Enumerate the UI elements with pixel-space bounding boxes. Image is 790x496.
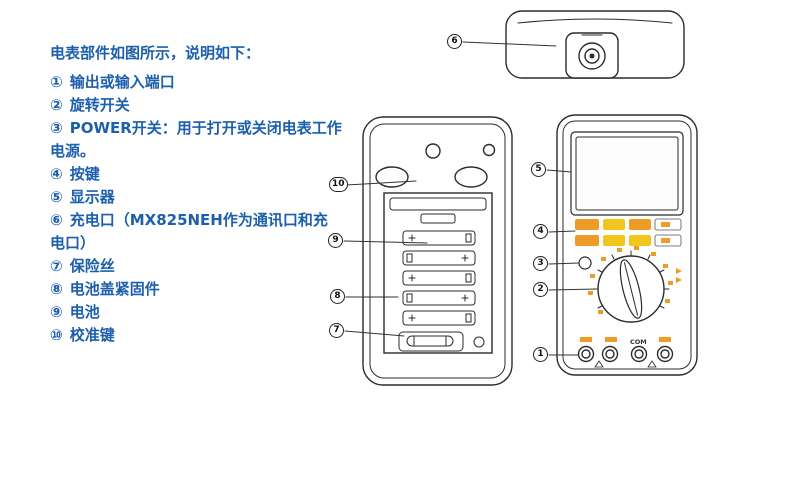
part-num-4: ④ [50,165,63,183]
keypad [575,218,682,247]
part-num-3: ③ [50,119,63,137]
lcd-display [570,131,684,216]
callout-2: 2 [533,282,548,297]
part-label-3: POWER开关：用于打开或关闭电表工作电源。 [50,119,342,160]
part-label-2: 旋转开关 [69,96,130,114]
meter-front-view: COM [556,114,698,376]
part-item-8: ⑧ 电池盖紧固件 [50,278,342,301]
intro-text: 电表部件如图所示，说明如下： [50,44,261,62]
part-item-5: ⑤ 显示器 [50,186,342,209]
part-label-10: 校准键 [69,326,115,344]
part-num-2: ② [50,96,63,114]
part-label-5: 显示器 [69,188,115,206]
part-item-4: ④ 按键 [50,163,342,186]
part-label-8: 电池盖紧固件 [69,280,160,298]
part-item-1: ① 输出或输入端口 [50,71,342,94]
part-label-6: 充电口（MX825NEH作为通讯口和充电口） [50,211,328,252]
part-item-9: ⑨ 电池 [50,301,342,324]
fuse [398,331,464,352]
case-screw [425,143,441,159]
dial-markings [588,246,682,314]
part-item-7: ⑦ 保险丝 [50,255,342,278]
part-num-1: ① [50,73,63,91]
warning-triangle-icon [594,360,604,368]
part-num-8: ⑧ [50,280,63,298]
callout-6: 6 [447,34,462,49]
part-label-7: 保险丝 [69,257,115,275]
callout-1: 1 [533,347,548,362]
part-num-5: ⑤ [50,188,63,206]
meter-top-view [505,10,685,79]
part-num-9: ⑨ [50,303,63,321]
battery-compartment [383,192,493,354]
calibration-key [420,213,456,224]
battery-cells [402,230,476,326]
rotary-switch [588,246,682,323]
part-item-10: ⑩ 校准键 [50,324,342,347]
case-screw [482,143,496,157]
callout-9: 9 [328,233,343,248]
callout-8: 8 [330,289,345,304]
callout-10: 10 [329,177,348,192]
callout-3: 3 [533,256,548,271]
part-num-10: ⑩ [50,326,63,344]
battery-cover-fastener [473,336,485,348]
part-label-4: 按键 [69,165,100,183]
input-jacks: COM [577,337,674,368]
callout-7: 7 [329,323,344,338]
callout-4: 4 [533,224,548,239]
callout-5: 5 [531,162,546,177]
part-num-7: ⑦ [50,257,63,275]
part-label-1: 输出或输入端口 [69,73,175,91]
part-label-9: 电池 [69,303,100,321]
warning-triangle-icon [647,360,657,368]
part-num-6: ⑥ [50,211,63,229]
part-item-2: ② 旋转开关 [50,94,342,117]
meter-back-view [362,116,513,386]
callout-leader-lines [343,41,598,356]
com-jack-label: COM [630,338,647,346]
